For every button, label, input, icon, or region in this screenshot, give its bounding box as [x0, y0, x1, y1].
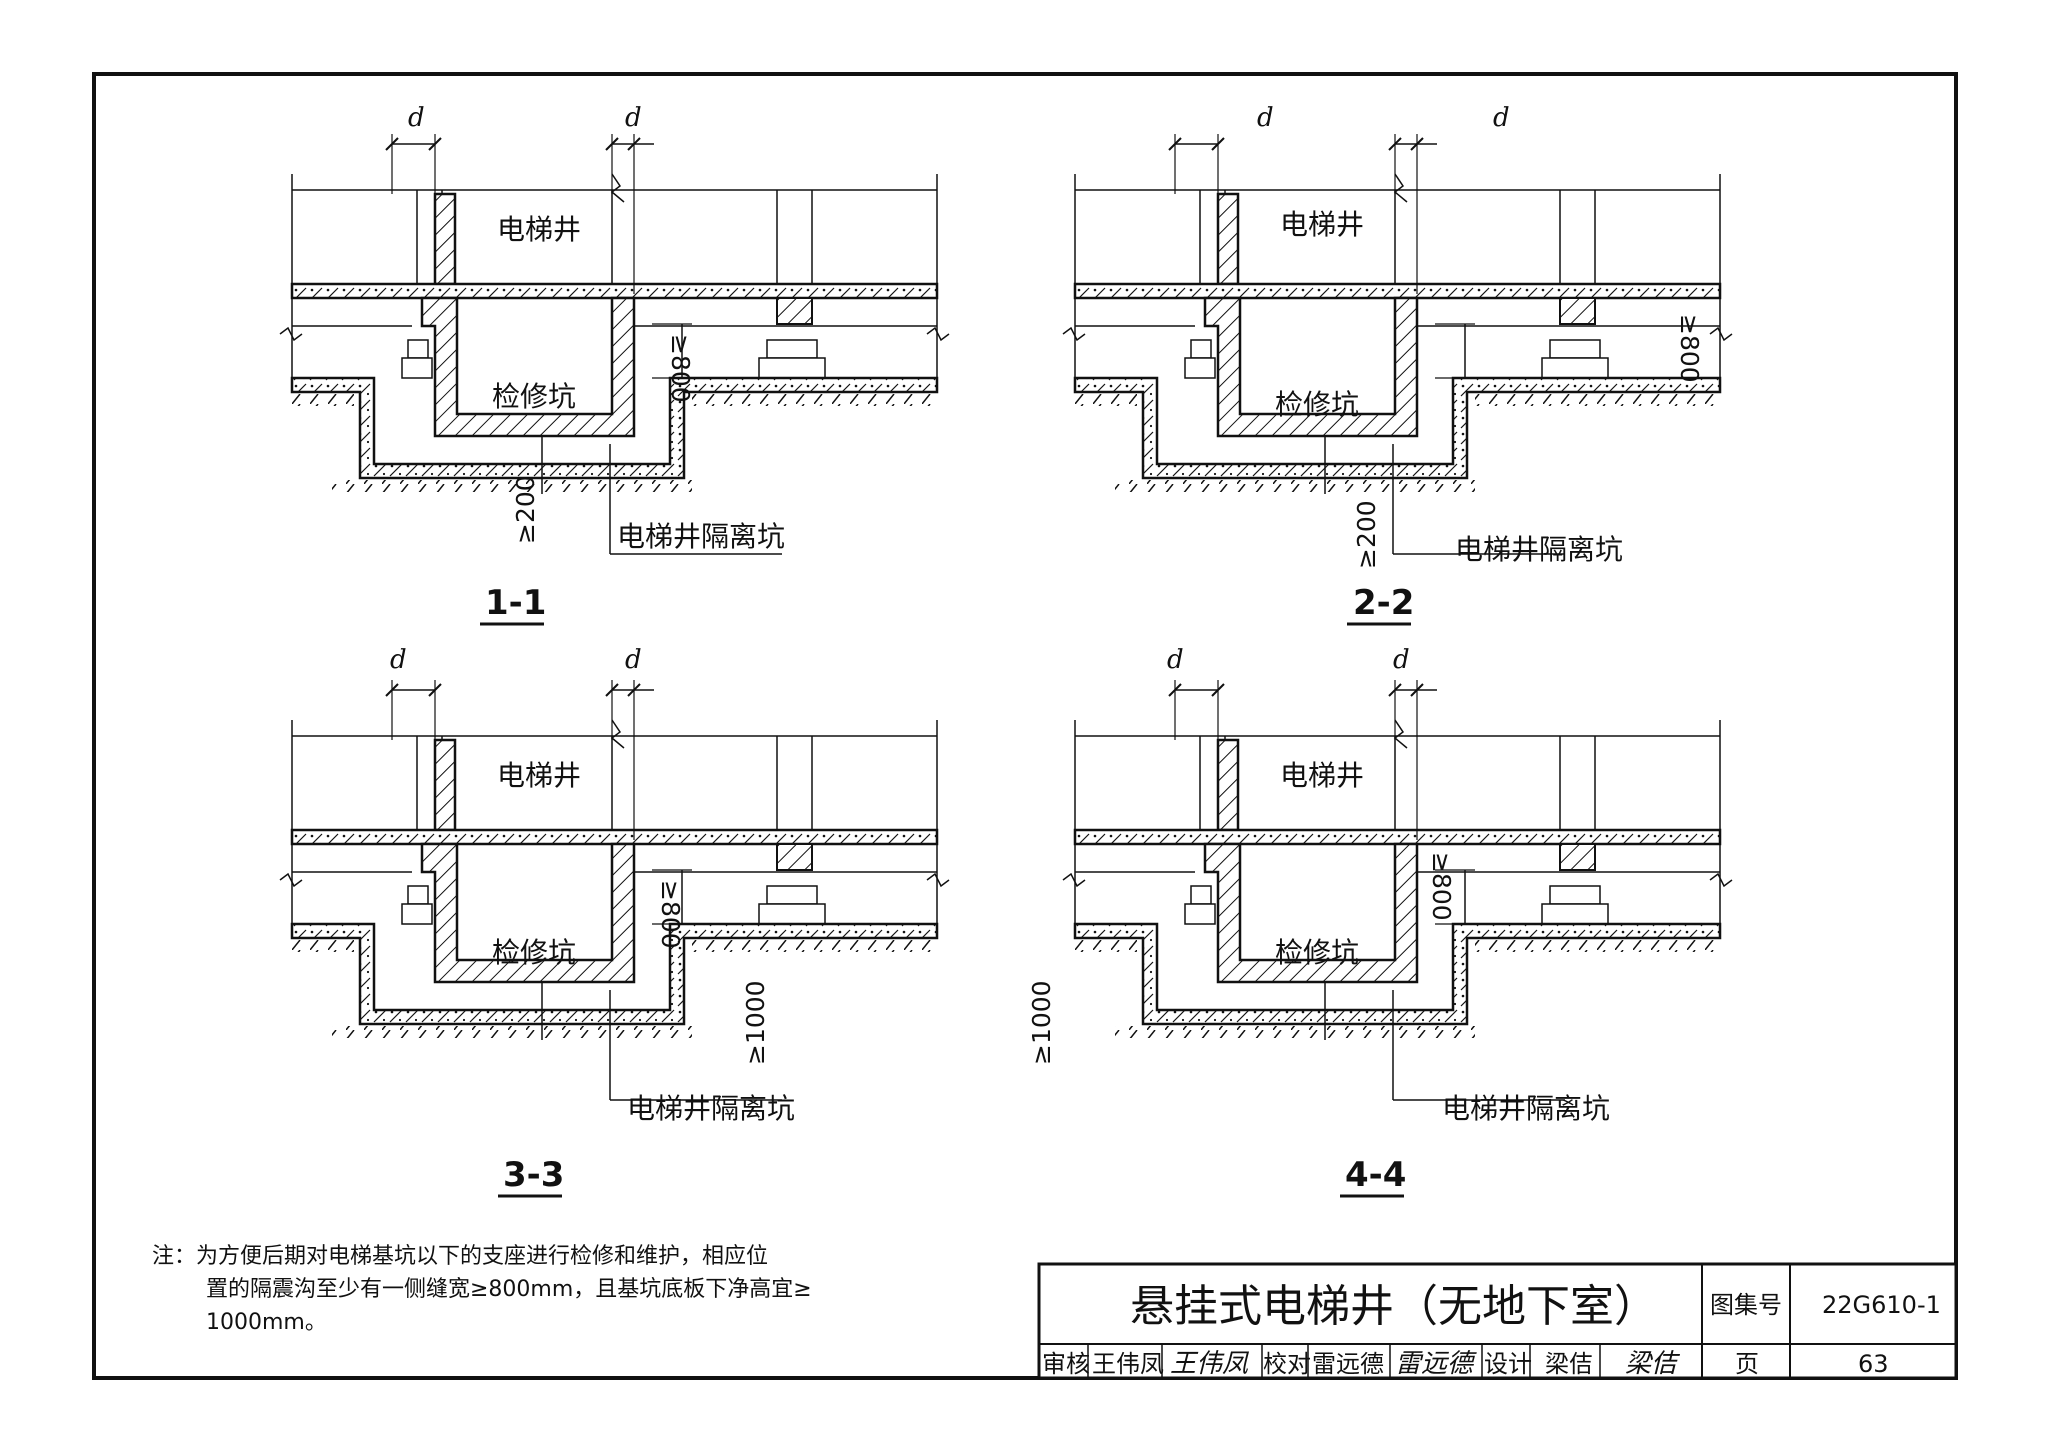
design-label: 设计	[1484, 1350, 1532, 1378]
check-signature: 雷远德	[1395, 1349, 1477, 1379]
section-title: 2-2	[1353, 583, 1414, 623]
dim-d-left: d	[1167, 645, 1184, 675]
section-2-2: 电梯井 检修坑 电梯井隔离坑 d d ≥800 ≥200 2-2	[1061, 103, 1734, 626]
shaft-label: 电梯井	[497, 759, 581, 792]
dim-d-left: d	[1257, 103, 1274, 133]
shaft-label: 电梯井	[497, 213, 581, 246]
dim-d-left: d	[408, 103, 425, 133]
check-name: 雷远德	[1312, 1350, 1384, 1378]
dim-d-right: d	[625, 645, 642, 675]
dim-bottom: ≥200	[511, 475, 540, 544]
isolation-label: 电梯井隔离坑	[1455, 533, 1623, 566]
section-title: 3-3	[503, 1155, 564, 1195]
pit-label: 检修坑	[1275, 388, 1359, 421]
dim-d-right: d	[625, 103, 642, 133]
general-note: 注：为方便后期对电梯基坑以下的支座进行检修和维护，相应位 置的隔震沟至少有一侧缝…	[152, 1240, 872, 1339]
sheet-border	[92, 72, 1958, 1380]
shaft-label: 电梯井	[1280, 208, 1364, 241]
dim-d-left: d	[390, 645, 407, 675]
design-name: 梁佶	[1545, 1350, 1593, 1378]
note-line-2: 置的隔震沟至少有一侧缝宽≥800mm，且基坑底板下净高宜≥	[206, 1277, 812, 1302]
check-label: 校对	[1263, 1350, 1311, 1378]
atlas-number: 22G610-1	[1822, 1291, 1941, 1319]
isolation-label: 电梯井隔离坑	[617, 520, 785, 553]
section-1-1: 电梯井 检修坑 电梯井隔离坑 d d ≥800 ≥200 1-1	[278, 103, 951, 626]
review-label: 审核	[1042, 1350, 1090, 1378]
isolation-label: 电梯井隔离坑	[1442, 1092, 1610, 1125]
dim-d-right: d	[1393, 645, 1410, 675]
dim-gap: ≥800	[1427, 852, 1456, 921]
page-label: 页	[1735, 1350, 1759, 1378]
dim-bottom: ≥1000	[1027, 980, 1056, 1065]
section-3-3: 电梯井 检修坑 电梯井隔离坑 d d ≥800 ≥1000 3-3	[278, 645, 951, 1198]
isolation-label: 电梯井隔离坑	[627, 1092, 795, 1125]
section-title: 4-4	[1345, 1155, 1406, 1195]
review-name: 王伟凤	[1092, 1350, 1164, 1378]
atlas-label: 图集号	[1710, 1291, 1782, 1319]
dim-gap: ≥800	[1675, 314, 1704, 383]
dim-gap: ≥800	[666, 334, 695, 403]
pit-label: 检修坑	[1275, 936, 1359, 969]
dim-bottom: ≥1000	[741, 980, 770, 1065]
note-line-1: 注：为方便后期对电梯基坑以下的支座进行检修和维护，相应位	[152, 1244, 769, 1269]
dim-gap: ≥800	[656, 880, 685, 949]
dim-bottom: ≥200	[1352, 500, 1381, 569]
shaft-label: 电梯井	[1280, 759, 1364, 792]
page-number: 63	[1858, 1350, 1889, 1378]
drawing-title: 悬挂式电梯井（无地下室）	[1130, 1281, 1658, 1332]
section-4-4: 电梯井 检修坑 电梯井隔离坑 d d ≥800 ≥1000 4-4	[1027, 645, 1734, 1198]
review-signature: 王伟凤	[1170, 1349, 1250, 1379]
dim-d-right: d	[1493, 103, 1510, 133]
title-block: 悬挂式电梯井（无地下室） 图集号 22G610-1 审核 王伟凤 王伟凤 校对 …	[1037, 1262, 1958, 1380]
section-title: 1-1	[485, 583, 546, 623]
pit-label: 检修坑	[492, 380, 576, 413]
note-line-3: 1000mm。	[206, 1310, 327, 1335]
pit-label: 检修坑	[492, 936, 576, 969]
design-signature: 梁佶	[1625, 1349, 1681, 1379]
